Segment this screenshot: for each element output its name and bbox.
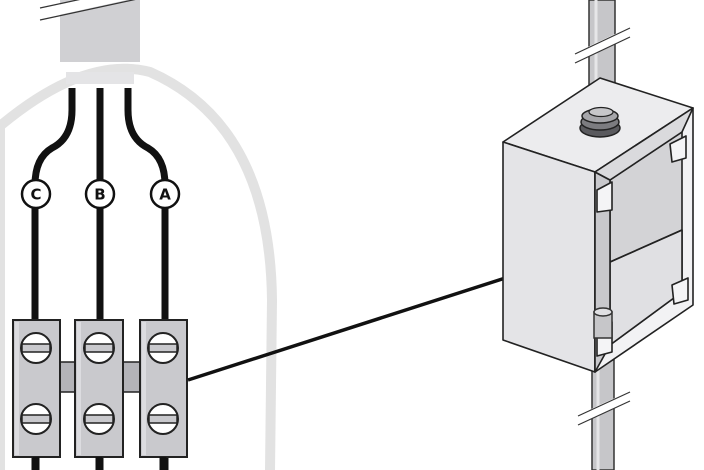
conduit-bottom xyxy=(576,359,632,470)
terminal-screws xyxy=(20,332,179,435)
label-a-text: A xyxy=(159,186,171,204)
slotted-screw-icon xyxy=(147,332,179,364)
slotted-screw-icon xyxy=(83,403,115,435)
slotted-screw-icon xyxy=(83,332,115,364)
slotted-screw-icon xyxy=(147,403,179,435)
wire-tails xyxy=(32,457,167,470)
callout-oval xyxy=(0,63,278,470)
cable-sheath xyxy=(38,0,140,84)
label-b: B xyxy=(84,178,116,210)
label-a: A xyxy=(149,178,181,210)
label-c: C xyxy=(20,178,52,210)
label-b-text: B xyxy=(94,186,105,204)
electrical-box xyxy=(502,77,694,373)
box-knockout xyxy=(593,307,613,339)
rubber-grommet-icon xyxy=(579,106,621,138)
conduit-break-icon xyxy=(573,27,632,64)
slotted-screw-icon xyxy=(20,403,52,435)
slotted-screw-icon xyxy=(20,332,52,364)
wire-c xyxy=(31,88,76,470)
conduit-break-icon xyxy=(576,391,632,426)
label-c-text: C xyxy=(30,186,41,204)
wire-a xyxy=(124,88,169,470)
